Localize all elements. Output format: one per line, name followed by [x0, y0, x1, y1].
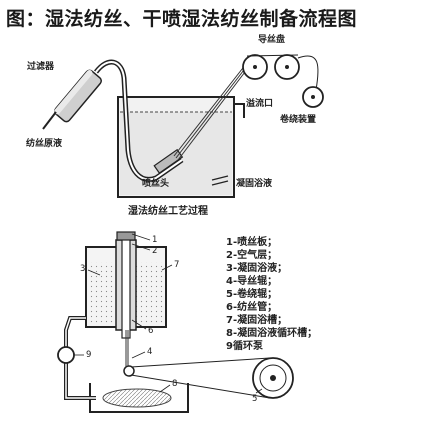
legend-item-1: 1-喷丝板；: [226, 235, 277, 248]
label-spinneret: 喷丝头: [142, 177, 169, 189]
circulation-pump-icon: [57, 346, 75, 364]
legend-item-8: 8-凝固浴液循环槽；: [226, 326, 317, 339]
label-winder: 卷绕装置: [279, 113, 316, 125]
circulation-tank-liquid: [102, 388, 172, 408]
callout-2: 2: [152, 246, 157, 256]
legend-item-4: 4-导丝辊；: [226, 274, 277, 287]
legend-item-6: 6-纺丝管；: [226, 300, 277, 313]
label-coag-bath: 凝固浴液: [236, 177, 273, 189]
label-guide-godet: 导丝盘: [258, 33, 285, 45]
top-caption: 湿法纺丝工艺过程: [128, 204, 208, 217]
legend-item-2: 2-空气层；: [226, 248, 277, 261]
label-overflow: 溢流口: [246, 97, 273, 109]
callout-7: 7: [174, 260, 179, 270]
label-filter: 过滤器: [27, 60, 55, 72]
wet-spinning-diagram: 过滤器 纺丝原液 导丝盘 溢流口 卷绕装置 喷丝头 凝固浴液 湿法纺丝工艺过程: [26, 33, 324, 217]
legend-item-5: 5-卷绕辊；: [226, 287, 277, 300]
legend-item-7: 7-凝固浴槽；: [226, 313, 287, 326]
callout-8: 8: [172, 379, 177, 389]
callout-6: 6: [148, 326, 153, 336]
callout-4: 4: [147, 347, 152, 357]
dry-jet-wet-spinning-diagram: 1 2 3 4 5 6 7 8 9: [57, 231, 294, 413]
callout-1: 1: [152, 235, 157, 245]
spinneret-plate-icon: [116, 231, 136, 241]
callout-5: 5: [252, 394, 257, 404]
guide-roller-icon: [123, 365, 135, 377]
label-spinning-dope: 纺丝原液: [26, 137, 63, 149]
legend-item-9: 9循环泵: [226, 339, 264, 352]
callout-3: 3: [80, 264, 85, 274]
filter-icon: [53, 69, 103, 123]
legend-item-3: 3-凝固浴液；: [226, 261, 287, 274]
page-title: 图：湿法纺丝、干喷湿法纺丝制备流程图: [6, 8, 358, 30]
callout-9: 9: [86, 350, 91, 360]
legend: 1-喷丝板； 2-空气层； 3-凝固浴液； 4-导丝辊； 5-卷绕辊； 6-纺丝…: [226, 235, 317, 352]
